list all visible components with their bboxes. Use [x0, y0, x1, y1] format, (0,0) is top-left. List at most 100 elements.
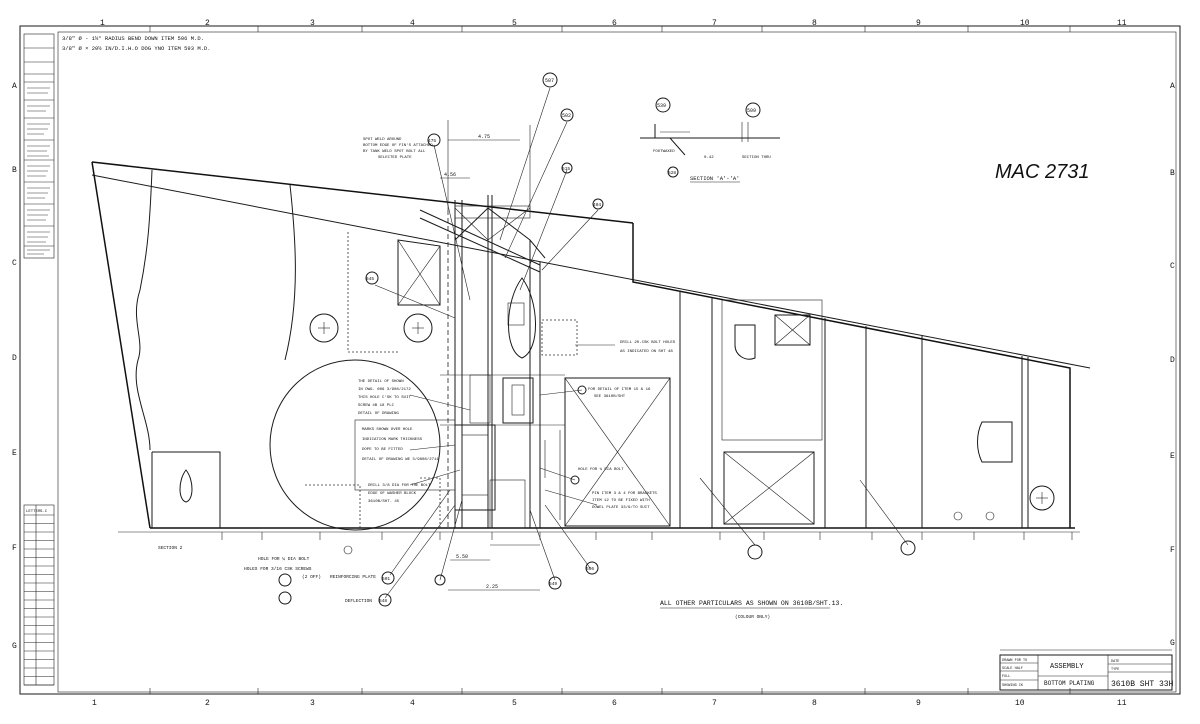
tb-label-1: SCALE HALF: [1002, 667, 1023, 671]
col-8: 8: [812, 19, 817, 28]
svg-text:IN DWG. 606 3/908/2172: IN DWG. 606 3/908/2172: [358, 387, 411, 392]
svg-text:4.56: 4.56: [444, 172, 456, 178]
section-a-a-detail: FOOTWAXED 0.42 SECTION THRU SECTION 'A'-…: [640, 122, 780, 183]
col-3: 3: [310, 19, 315, 28]
col-1: 1: [100, 19, 105, 28]
callout-515: 515: [562, 166, 570, 172]
header-ref-2: 3/8" Ø × 20½ IN/D.I.H.O DOG YNO ITEM 593…: [62, 45, 211, 52]
svg-text:DETAIL OF DRAWING WE 3/9808/27: DETAIL OF DRAWING WE 3/9808/2711: [362, 457, 439, 462]
tb-assembly: ASSEMBLY: [1050, 663, 1084, 671]
rev-header-letter: LETTER: [26, 510, 41, 514]
tb-part-name: BOTTOM PLATING: [1044, 680, 1095, 687]
tb-label-0: DRAWN FOR TO: [1002, 659, 1027, 663]
row-e: E: [12, 449, 17, 458]
callout-645: 645: [366, 276, 374, 282]
col-7: 7: [712, 19, 717, 28]
title-block: DRAWN FOR TO SCALE HALF FULL SHOWING CK …: [999, 649, 1174, 691]
col-6: 6: [612, 19, 617, 28]
notes-right-1: DRILL 20-CSK BOLT HOLES AS INDICATED ON …: [620, 341, 676, 354]
col-1-b: 1: [92, 699, 97, 708]
svg-text:BOTTOM EDGE OF FIN'S ATTACHED: BOTTOM EDGE OF FIN'S ATTACHED: [363, 143, 433, 148]
general-note-sub: (COLOUR ONLY): [735, 614, 770, 620]
callout-501: 501: [382, 576, 390, 582]
svg-text:DETAIL OF DRAWING: DETAIL OF DRAWING: [358, 412, 399, 416]
col-9: 9: [916, 19, 921, 28]
col-11: 11: [1117, 19, 1127, 28]
callout-548: 548: [379, 598, 387, 604]
svg-text:SELECTED PLATE: SELECTED PLATE: [378, 156, 412, 160]
col-2: 2: [205, 19, 210, 28]
tb-sheet-number: 3610B SHT 33H: [1111, 680, 1174, 689]
col-5-b: 5: [512, 699, 517, 708]
col-2-b: 2: [205, 699, 210, 708]
grid-rows-left: A B C D E F G: [12, 82, 17, 651]
row-a-r: A: [1170, 82, 1175, 91]
tb-label-2: FULL: [1002, 675, 1010, 679]
col-4: 4: [410, 19, 415, 28]
col-4-b: 4: [410, 699, 415, 708]
callout-528: 528: [668, 170, 676, 176]
revision-table: LETTER S.C: [23, 504, 55, 686]
teardrop-center: [508, 277, 536, 359]
central-frame-assembly: 4.75 4.56 5.50 2.25: [419, 120, 565, 591]
svg-text:THE DETAIL OF SHOWN: THE DETAIL OF SHOWN: [358, 380, 404, 384]
row-a: A: [12, 82, 17, 91]
col-7-b: 7: [712, 699, 717, 708]
row-d-r: D: [1170, 356, 1175, 365]
notes-center: THE DETAIL OF SHOWN IN DWG. 606 3/908/21…: [358, 380, 411, 416]
grid-columns-bottom: 1 2 3 4 5 6 7 8 9 10 11: [92, 699, 1127, 708]
callout-475: 475: [428, 138, 436, 144]
access-panel-circle: [269, 359, 441, 531]
svg-text:INDICATION MARK THICKNESS: INDICATION MARK THICKNESS: [362, 438, 423, 442]
grid-rows-right: A B C D E F G: [1170, 82, 1175, 648]
callout-509: 509: [747, 108, 756, 114]
frame-lines: [679, 292, 1029, 528]
row-b: B: [12, 166, 17, 175]
section-footwaxed: FOOTWAXED: [653, 150, 675, 154]
callout-507: 507: [545, 78, 554, 84]
notes-bottom-left: HOLE FOR ¼ DIA BOLT HOLES FOR 3/16 CSK S…: [158, 545, 376, 604]
left-lower-panel: [151, 451, 221, 528]
section-thru: SECTION THRU: [742, 156, 771, 160]
svg-text:HOLE FOR ¼ DIA BOLT: HOLE FOR ¼ DIA BOLT: [578, 467, 624, 472]
svg-text:MARKS SHOWN OVER HOLE: MARKS SHOWN OVER HOLE: [362, 428, 413, 432]
notes-right-2: FOR DETAIL OF ITEM 15 & 16 SEE 3610B/SHT: [588, 388, 651, 399]
left-revision-column: [23, 33, 55, 259]
svg-text:AS INDICATED ON SHT 48: AS INDICATED ON SHT 48: [620, 350, 673, 354]
col-9-b: 9: [916, 699, 921, 708]
row-b-r: B: [1170, 169, 1175, 178]
bottom-plate-outline: [91, 161, 1091, 533]
col-8-b: 8: [812, 699, 817, 708]
row-g-r: G: [1170, 639, 1175, 648]
inspection-holes: [309, 313, 1055, 521]
section-dim: 0.42: [704, 156, 714, 160]
border-ticks: [149, 26, 1071, 694]
inner-frame: [57, 31, 1177, 693]
rev-header-sc: S.C: [40, 510, 48, 514]
svg-text:SCREW 4B 18 PLC: SCREW 4B 18 PLC: [358, 404, 395, 408]
notes-top-left: SPOT WELD AROUND BOTTOM EDGE OF FIN'S AT…: [363, 138, 433, 160]
callout-404: 404: [593, 202, 601, 208]
svg-text:5.50: 5.50: [456, 554, 468, 560]
svg-text:3610B/SHT. 45: 3610B/SHT. 45: [368, 499, 400, 504]
callout-502: 502: [562, 113, 571, 119]
col-3-b: 3: [310, 699, 315, 708]
notes-center-3: DRILL 3/8 DIA FOR THE BOLT EDGE OF WASHE…: [368, 483, 431, 504]
svg-text:ITEM 12 TO BE FIXED WITH: ITEM 12 TO BE FIXED WITH: [592, 499, 650, 503]
tb-right-1: TYPE: [1111, 668, 1119, 672]
svg-text:DRILL 3/8 DIA FOR THE BOLT: DRILL 3/8 DIA FOR THE BOLT: [368, 483, 431, 488]
notes-right-3: HOLE FOR ¼ DIA BOLT: [578, 467, 624, 472]
svg-text:HOLE FOR ¼ DIA BOLT: HOLE FOR ¼ DIA BOLT: [258, 556, 310, 562]
col-6-b: 6: [612, 699, 617, 708]
row-f: F: [12, 544, 17, 553]
col-10: 10: [1020, 19, 1030, 28]
callout-549: 549: [549, 581, 557, 587]
svg-text:SPOT WELD AROUND: SPOT WELD AROUND: [363, 138, 402, 142]
svg-text:SECTION 2: SECTION 2: [158, 545, 183, 551]
svg-text:REINFORCING PLATE: REINFORCING PLATE: [330, 574, 376, 580]
svg-text:2.25: 2.25: [486, 584, 498, 590]
row-e-r: E: [1170, 452, 1175, 461]
cross-panels: [564, 299, 1013, 527]
station-numbers: [221, 532, 1073, 540]
